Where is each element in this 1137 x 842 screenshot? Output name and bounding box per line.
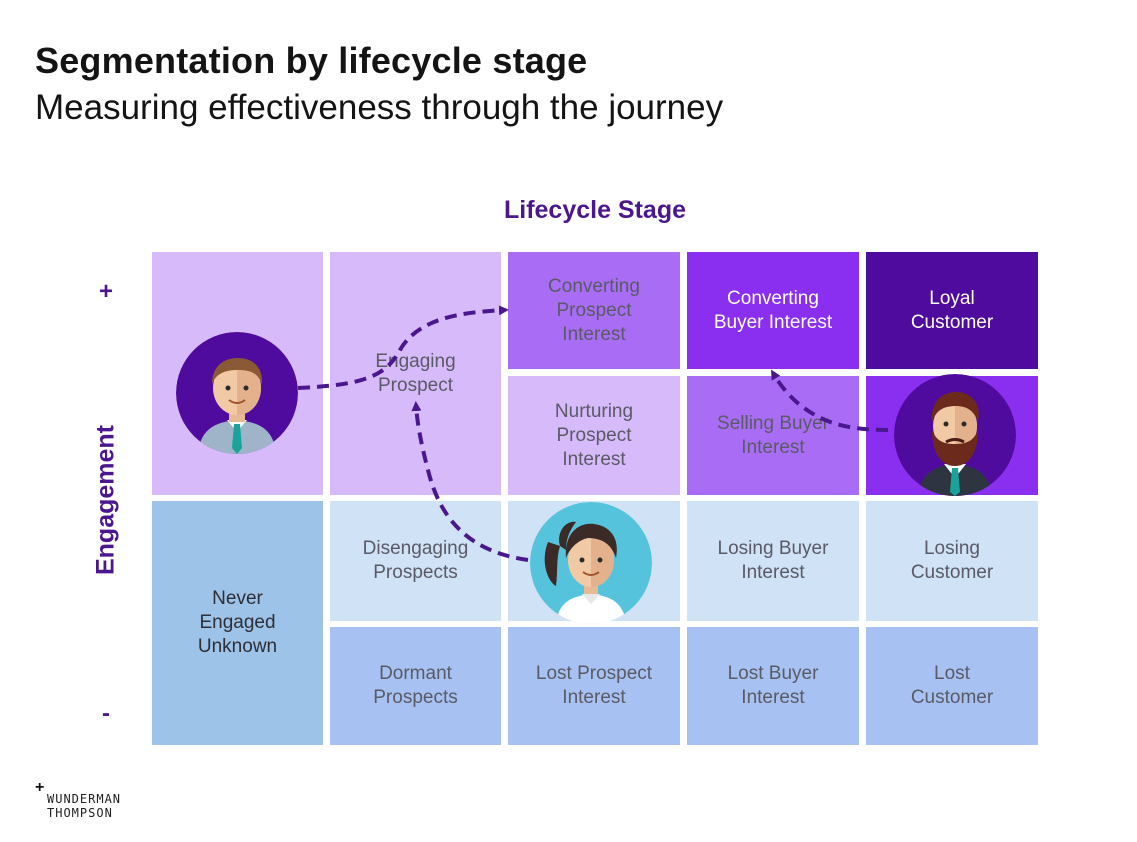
woman-avatar-icon [530, 502, 652, 624]
cell-disengaging-prospects: Disengaging Prospects [330, 501, 501, 621]
cell-nurturing-prospect-interest: Nurturing Prospect Interest [508, 376, 680, 495]
cell-lost-customer: Lost Customer [866, 627, 1038, 745]
bearded-man-avatar-icon [894, 374, 1016, 496]
y-axis-title: Engagement [91, 424, 120, 576]
logo-plus-icon: + [35, 779, 45, 796]
cell-lost-buyer-interest: Lost Buyer Interest [687, 627, 859, 745]
man-avatar-icon [176, 332, 298, 454]
cell-losing-customer: Losing Customer [866, 501, 1038, 621]
cell-never-engaged-unknown: Never Engaged Unknown [152, 501, 323, 745]
cell-selling-buyer-interest: Selling Buyer Interest [687, 376, 859, 495]
logo-wordmark-line1: WUNDERMAN [47, 792, 122, 806]
y-axis-low-marker: - [102, 700, 110, 727]
cell-losing-buyer-interest: Losing Buyer Interest [687, 501, 859, 621]
logo-wordmark-line2: THOMPSON [47, 806, 113, 820]
cell-lost-prospect-interest: Lost Prospect Interest [508, 627, 680, 745]
cell-loyal-customer: Loyal Customer [866, 252, 1038, 369]
y-axis-high-marker: + [98, 278, 113, 305]
page-subtitle: Measuring effectiveness through the jour… [35, 88, 724, 127]
cell-dormant-prospects: Dormant Prospects [330, 627, 501, 745]
cell-converting-prospect-interest: Converting Prospect Interest [508, 252, 680, 369]
page-title: Segmentation by lifecycle stage [35, 40, 588, 81]
x-axis-title: Lifecycle Stage [503, 196, 687, 224]
cell-engaging-prospect: Engaging Prospect [330, 252, 501, 495]
cell-converting-buyer-interest: Converting Buyer Interest [687, 252, 859, 369]
